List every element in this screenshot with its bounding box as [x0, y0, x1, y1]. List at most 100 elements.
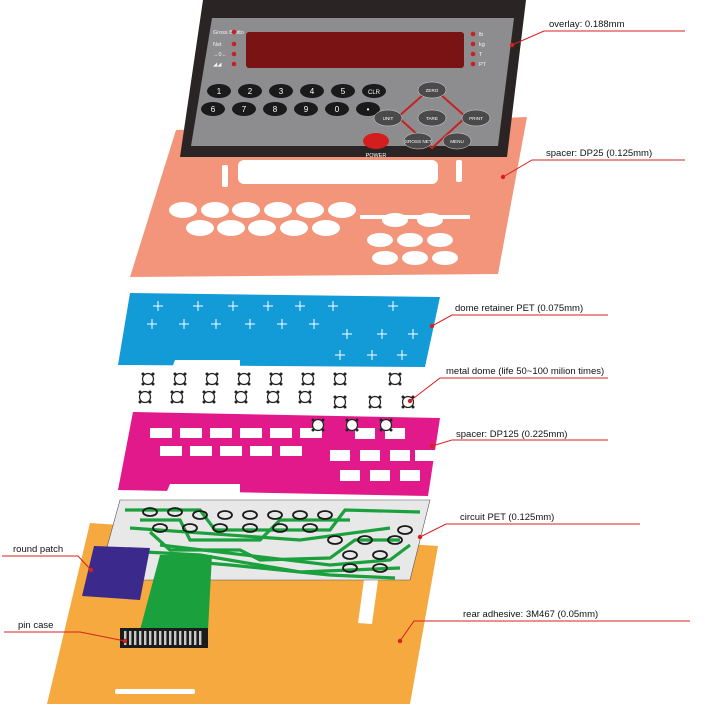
leader-arrowhead — [397, 638, 403, 644]
pin-contact — [164, 631, 167, 645]
metal-dome — [269, 372, 283, 386]
spacer-dp25-hole — [432, 251, 458, 265]
metal-dome-shape — [202, 390, 216, 404]
metal-dome-leg — [345, 418, 349, 422]
spacer-dp125-hole — [180, 428, 202, 438]
metal-dome — [368, 395, 382, 409]
spacer-dp125-hole — [210, 428, 232, 438]
metal-dome-leg — [311, 428, 315, 432]
metal-dome-leg — [269, 382, 273, 386]
metal-dome — [345, 418, 359, 432]
metal-dome-leg — [298, 390, 302, 394]
overlay-key-label: • — [367, 105, 370, 114]
metal-dome-shape — [368, 395, 382, 409]
overlay-power-label: POWER — [366, 153, 387, 159]
metal-dome-leg — [170, 390, 174, 394]
spacer-dp25-slot-right — [456, 160, 462, 182]
metal-dome-leg — [333, 372, 337, 376]
overlay-key — [356, 102, 380, 116]
leader-lines — [2, 30, 690, 642]
metal-dome-shape — [266, 390, 280, 404]
spacer-dp25-hole — [169, 202, 197, 218]
overlay-status-led — [231, 41, 237, 47]
metal-dome-leg — [368, 405, 372, 409]
dome-retainer-tab-cutout — [172, 360, 240, 368]
circuit-pad — [267, 510, 283, 520]
overlay-key-label: 1 — [217, 87, 222, 96]
overlay-key-label: 9 — [304, 105, 309, 114]
metal-dome — [333, 372, 347, 386]
metal-dome-leg — [173, 382, 177, 386]
metal-dome-leg — [180, 390, 184, 394]
circuit-pad — [397, 525, 413, 535]
pin-contact — [179, 631, 182, 645]
overlay-nav-key — [461, 109, 491, 127]
overlay-key-label: 2 — [248, 87, 253, 96]
metal-dome-leg — [343, 405, 347, 409]
spacer-dp125-hole — [150, 428, 172, 438]
overlay-status-label: T — [479, 52, 483, 58]
metal-dome — [311, 418, 325, 432]
spacer-dp125-hole — [360, 450, 380, 461]
pin-contact — [144, 631, 147, 645]
leader-arrowheads — [88, 42, 515, 644]
metal-dome-shape — [298, 390, 312, 404]
spacer-dp25-hole — [367, 233, 393, 247]
metal-dome-leg — [269, 372, 273, 376]
dome-retainer-sheet — [118, 293, 440, 367]
overlay-key-label: CLR — [368, 90, 381, 96]
spacer-dp25-hole — [296, 202, 324, 218]
label-dome-retainer: dome retainer PET (0.075mm) — [455, 303, 584, 314]
circuit-pad — [342, 563, 358, 573]
circuit-pad — [182, 523, 198, 533]
metal-dome-leg — [212, 390, 216, 394]
circuit-pad — [272, 523, 288, 533]
metal-dome-leg — [205, 382, 209, 386]
metal-dome-leg — [276, 400, 280, 404]
label-rear-adhesive: rear adhesive: 3M467 (0.05mm) — [463, 609, 599, 620]
circuit-pad — [387, 535, 403, 545]
overlay-nav-key — [417, 109, 447, 127]
overlay-status-led — [231, 51, 237, 57]
pin-contact — [154, 631, 157, 645]
overlay-key — [294, 102, 318, 116]
metal-dome-leg — [389, 428, 393, 432]
metal-dome — [266, 390, 280, 404]
overlay-nav-key — [417, 81, 447, 99]
spacer-dp25-hole — [280, 220, 308, 236]
metal-dome-shape — [170, 390, 184, 404]
metal-dome-leg — [298, 400, 302, 404]
overlay-status-led — [470, 61, 476, 67]
round-patch — [82, 546, 150, 600]
overlay-key-label: 3 — [279, 87, 284, 96]
label-round-patch: round patch — [13, 544, 64, 555]
metal-dome-leg — [311, 382, 315, 386]
metal-dome-leg — [343, 395, 347, 399]
label-pin-case: pin case — [18, 620, 54, 631]
metal-dome — [298, 390, 312, 404]
pin-contact — [174, 631, 177, 645]
overlay-nav-key-label: ZERO — [426, 88, 439, 93]
metal-dome-leg — [321, 428, 325, 432]
spacer-dp125-hole — [300, 428, 322, 438]
metal-dome-leg — [279, 382, 283, 386]
spacer-dp125-hole — [160, 446, 182, 456]
metal-dome-leg — [301, 382, 305, 386]
metal-dome-leg — [244, 400, 248, 404]
overlay-nav-key — [373, 109, 403, 127]
pin-contact — [159, 631, 162, 645]
circuit-key-pads — [142, 507, 413, 573]
spacer-dp125-hole — [330, 450, 350, 461]
metal-dome-leg — [398, 372, 402, 376]
spacer-dp125-hole — [415, 450, 435, 461]
spacer-dp125-hole — [280, 446, 302, 456]
overlay-nav-key-label: UNIT — [383, 116, 394, 121]
spacer-dp125-hole — [390, 450, 410, 461]
pin-contact — [199, 631, 202, 645]
overlay-status-label: ◢◢ — [213, 62, 222, 68]
metal-dome-shape — [234, 390, 248, 404]
metal-dome-leg — [202, 390, 206, 394]
circuit-pad — [292, 510, 308, 520]
